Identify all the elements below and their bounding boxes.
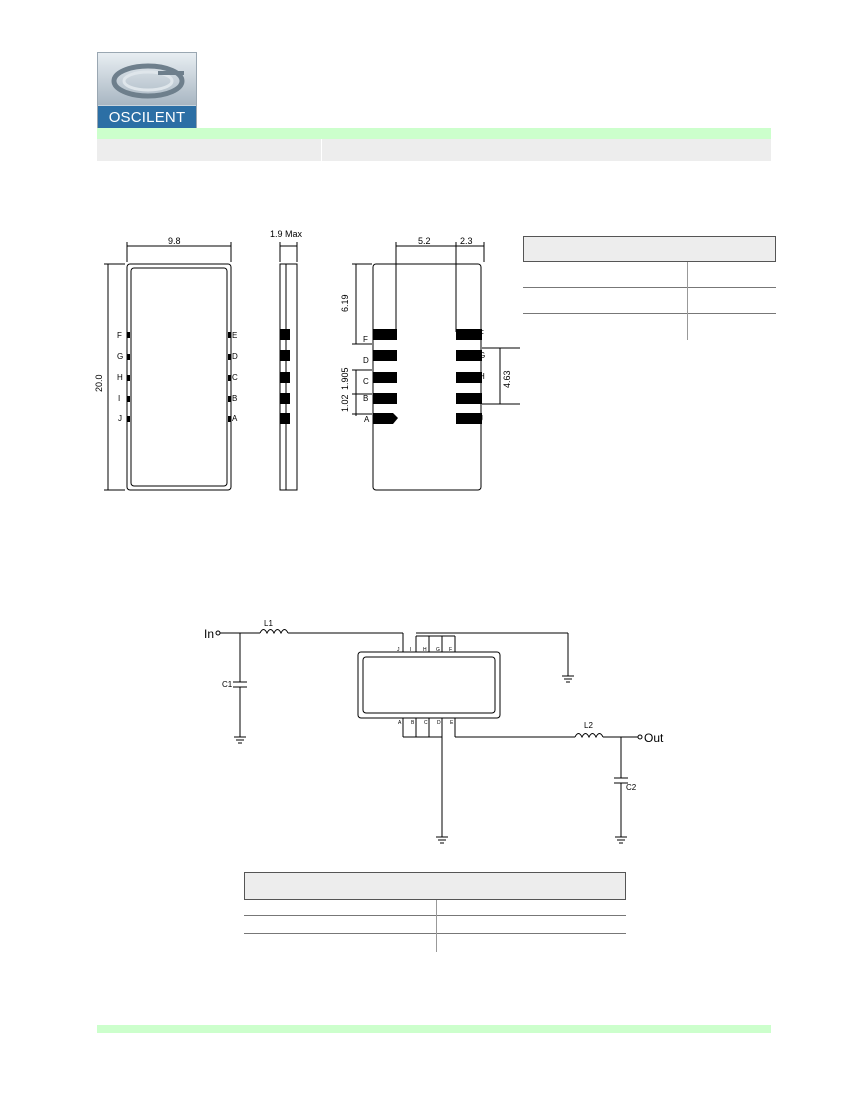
pin-label: J [397,647,400,653]
pin-label: E [232,331,237,340]
dim-pad-gap: 4.63 [502,370,512,388]
pin-label: F [363,335,368,344]
dim-pad-height: 1.02 [340,394,350,412]
cap-c1-label: C1 [222,680,233,689]
pin-label: I [410,647,411,653]
logo-swirl-icon [98,53,196,105]
pin-label: G [479,351,485,360]
logo-text: OSCILENT [98,106,196,129]
inductor-l2-label: L2 [584,721,593,730]
dim-pad-offset: 6.19 [340,294,350,312]
output-label: Out [644,731,664,745]
pin-label: F [449,647,452,653]
pin-label: H [479,372,485,381]
pin-label: A [232,414,238,423]
inductor-l1-label: L1 [264,619,273,628]
dim-pitch: 1.905 [340,367,350,390]
pin-label: B [411,720,415,726]
pin-label: I [118,394,120,403]
pin-label: C [424,720,428,726]
dim-height: 20.0 [94,374,104,392]
application-schematic: In Out L1 L2 C1 C2 J I H G F A B C D E [204,619,664,844]
component-table [244,872,626,952]
pin-label: A [364,415,370,424]
pin-label: B [232,394,237,403]
mechanical-drawing: 9.8 20.0 1.9 Max 5.2 2.3 6.19 1.905 1.02… [94,229,520,491]
pin-label: G [117,352,123,361]
pin-label: D [363,356,369,365]
pin-label: H [423,647,427,653]
pin-label: C [232,373,238,382]
input-label: In [204,627,214,641]
pin-label: H [117,373,123,382]
dim-width: 9.8 [168,236,181,246]
pin-label: D [232,352,238,361]
footer-green-band [97,1025,771,1033]
pin-label: A [398,720,402,726]
header-gray-band [97,139,771,161]
pin-label: D [437,720,441,726]
pin-label: F [479,329,484,338]
pin-label: G [436,647,440,653]
pin-label: I [479,393,481,402]
pin-label: J [479,414,483,423]
header-green-band [97,128,771,139]
pin-label: C [363,377,369,386]
spec-table [523,236,776,340]
pin-label: B [363,394,368,403]
cap-c2-label: C2 [626,783,637,792]
pin-label: E [450,720,454,726]
company-logo: OSCILENT [97,52,197,130]
pin-label: J [118,414,122,423]
dim-thickness: 1.9 Max [270,229,303,239]
pin-label: F [117,331,122,340]
dim-pad-span: 5.2 [418,236,431,246]
dim-pad-width: 2.3 [460,236,473,246]
